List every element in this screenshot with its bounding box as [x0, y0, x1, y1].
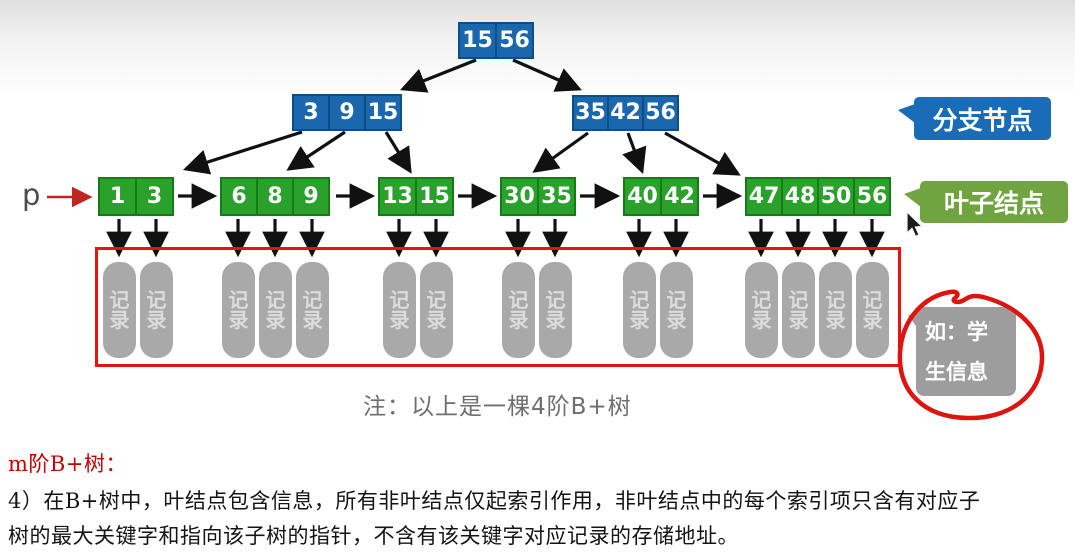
tree-key-cell: 15: [415, 177, 454, 216]
leaf-node-1: 1 3: [98, 177, 174, 216]
tree-key-cell: 9: [292, 177, 330, 216]
record-box: 记录: [782, 262, 815, 358]
record-box: 记录: [819, 262, 852, 358]
paragraph-line-2: 树的最大关键字和指向该子树的指针，不含有该关键字对应记录的存储地址。: [8, 524, 739, 548]
tree-key-cell: 3: [135, 177, 174, 216]
leaf-node-5: 40 42: [623, 177, 699, 216]
tree-key-cell: 42: [660, 177, 699, 216]
record-box: 记录: [660, 262, 693, 358]
record-box: 记录: [745, 262, 778, 358]
record-box: 记录: [140, 262, 173, 358]
tree-key-cell: 56: [642, 95, 679, 131]
tree-key-cell: 15: [364, 94, 402, 131]
tree-key-cell: 9: [328, 94, 366, 131]
record-box: 记录: [296, 262, 329, 358]
tree-key-cell: 8: [256, 177, 294, 216]
tree-key-cell: 47: [745, 177, 783, 216]
record-box: 记录: [502, 262, 535, 358]
leaf-node-6: 47 48 50 56: [745, 177, 891, 216]
paragraph-line-1: 4）在B+树中，叶结点包含信息，所有非叶结点仅起索引作用，非叶结点中的每个索引项…: [8, 489, 981, 513]
tree-key-cell: 35: [537, 177, 576, 216]
tree-key-cell: 1: [98, 177, 137, 216]
example-bubble-label: 如：学生信息: [925, 320, 988, 384]
record-box: 记录: [103, 262, 136, 358]
tree-key-cell: 30: [500, 177, 539, 216]
tree-key-cell: 50: [817, 177, 855, 216]
tree-key-cell: 42: [607, 95, 644, 131]
record-box: 记录: [539, 262, 572, 358]
branch-node-callout: 分支节点: [898, 97, 1051, 140]
records-highlight-rect: [95, 247, 901, 367]
record-box: 记录: [420, 262, 453, 358]
callout-tail: [898, 104, 915, 123]
tree-key-cell: 40: [623, 177, 662, 216]
tree-key-cell: 56: [853, 177, 891, 216]
branch-node-right: 35 42 56: [572, 95, 679, 131]
tree-key-cell: 15: [458, 22, 497, 59]
record-box: 记录: [856, 262, 889, 358]
record-box: 记录: [623, 262, 656, 358]
leaf-callout-label: 叶子结点: [943, 189, 1044, 218]
tree-key-cell: 56: [495, 22, 534, 59]
bubble-notch: [908, 313, 918, 329]
p-pointer-label: p: [22, 178, 41, 212]
leaf-node-2: 6 8 9: [220, 177, 330, 216]
root-node: 15 56: [458, 22, 534, 59]
paragraph-heading: m阶B+树：: [8, 452, 127, 476]
diagram-note: 注：以上是一棵4阶B+树: [363, 394, 632, 420]
tree-key-cell: 48: [781, 177, 819, 216]
leaf-node-3: 13 15: [378, 177, 454, 216]
tree-key-cell: 6: [220, 177, 258, 216]
example-bubble: 如：学生信息: [908, 307, 1016, 396]
callout-tail: [904, 188, 921, 207]
record-box: 记录: [259, 262, 292, 358]
record-box: 记录: [383, 262, 416, 358]
branch-node-left: 3 9 15: [292, 94, 402, 131]
branch-callout-label: 分支节点: [932, 105, 1033, 135]
tree-key-cell: 35: [572, 95, 609, 131]
leaf-node-callout: 叶子结点: [904, 181, 1068, 223]
record-box: 记录: [222, 262, 255, 358]
tree-key-cell: 3: [292, 94, 330, 131]
leaf-node-4: 30 35: [500, 177, 576, 216]
tree-key-cell: 13: [378, 177, 417, 216]
